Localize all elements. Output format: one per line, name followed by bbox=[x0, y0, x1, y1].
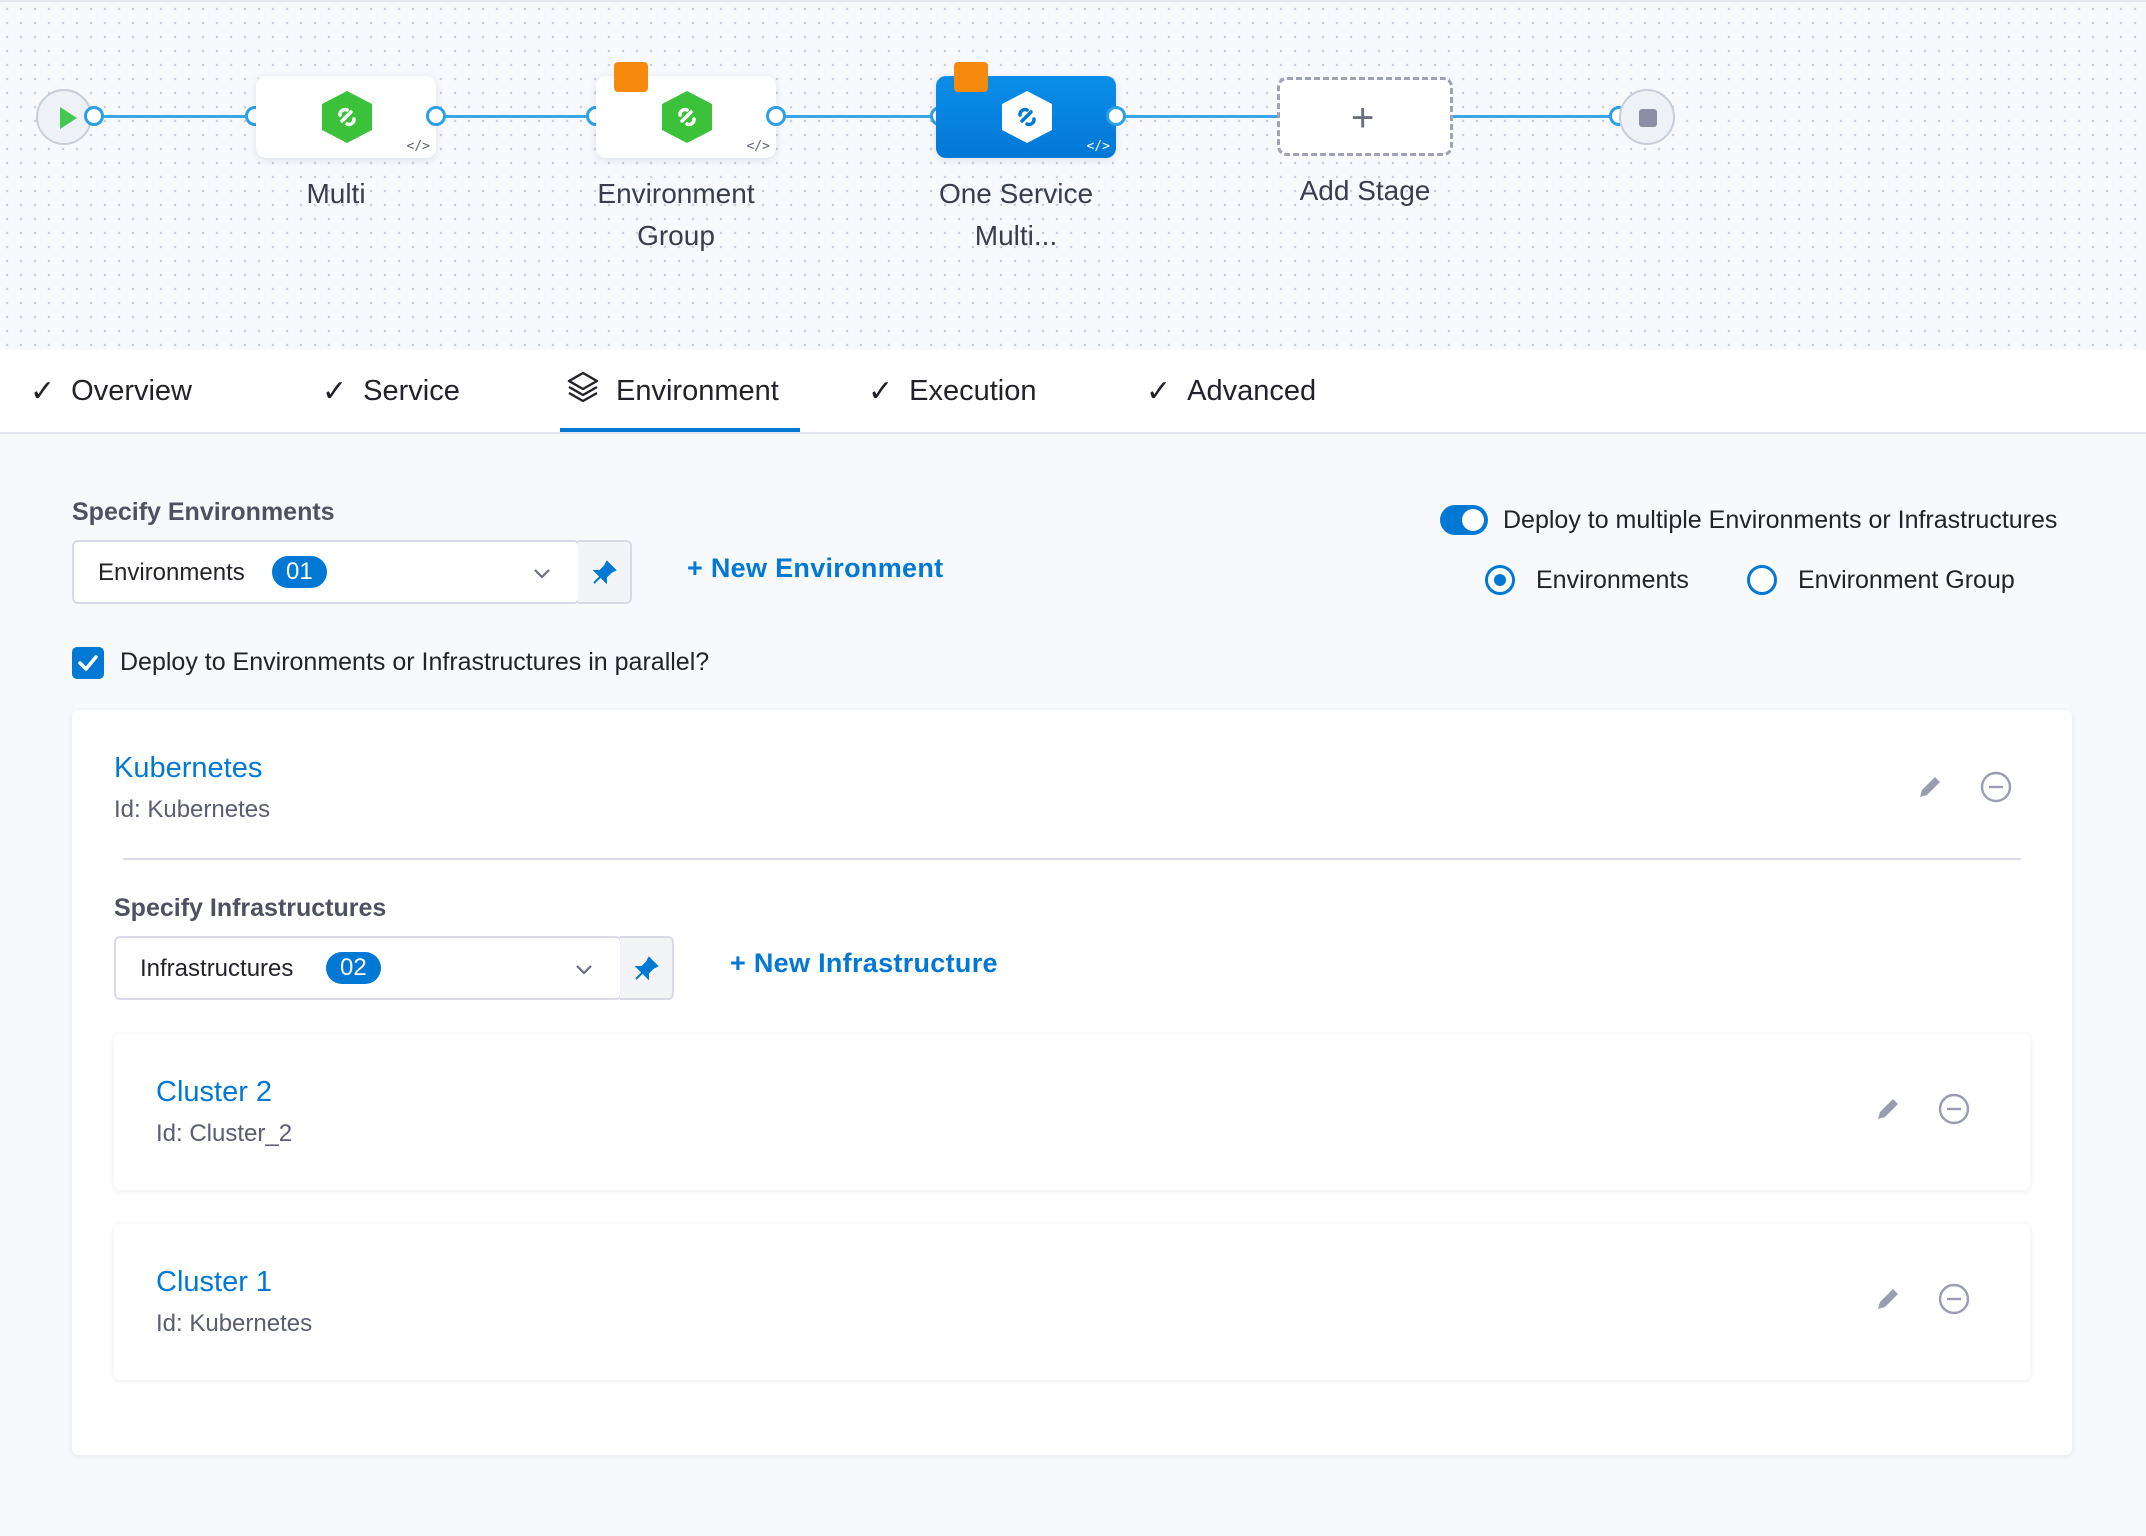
edit-icon[interactable] bbox=[1915, 772, 1945, 802]
multi-deploy-label: Deploy to multiple Environments or Infra… bbox=[1503, 506, 2058, 534]
looping-strategy-icon bbox=[954, 62, 988, 92]
remove-icon[interactable] bbox=[1937, 1092, 1971, 1126]
parallel-deploy-checkbox[interactable] bbox=[72, 647, 104, 679]
count-badge: 01 bbox=[272, 556, 327, 588]
divider bbox=[123, 858, 2021, 860]
connector bbox=[776, 115, 938, 118]
multi-deploy-toggle[interactable] bbox=[1440, 505, 1488, 535]
connector bbox=[1453, 115, 1618, 118]
check-icon: ✓ bbox=[30, 374, 56, 408]
tab-environment[interactable]: Environment bbox=[566, 350, 779, 432]
parallel-deploy-label: Deploy to Environments or Infrastructure… bbox=[120, 648, 710, 676]
connector bbox=[1120, 115, 1280, 118]
environment-id: Id: Kubernetes bbox=[114, 796, 271, 823]
new-infrastructure-link[interactable]: + New Infrastructure bbox=[730, 948, 998, 978]
tab-overview[interactable]: ✓ Overview bbox=[30, 374, 192, 408]
looping-strategy-icon bbox=[614, 62, 648, 92]
add-stage-button[interactable]: + bbox=[1277, 77, 1453, 156]
remove-icon[interactable] bbox=[1979, 770, 2013, 804]
stop-icon bbox=[1639, 109, 1657, 127]
add-stage-label: Add Stage bbox=[1299, 175, 1431, 206]
radio-environments-label: Environments bbox=[1536, 566, 1689, 594]
specify-environments-label: Specify Environments bbox=[72, 498, 335, 526]
active-tab-indicator bbox=[560, 428, 800, 432]
deploy-stage-icon bbox=[1002, 91, 1052, 143]
yaml-icon: </> bbox=[406, 139, 430, 154]
count-badge: 02 bbox=[326, 952, 381, 984]
new-environment-link[interactable]: + New Environment bbox=[687, 553, 944, 583]
infrastructure-card: Cluster 2 Id: Cluster_2 bbox=[114, 1034, 2030, 1190]
infrastructure-title[interactable]: Cluster 1 bbox=[156, 1266, 273, 1298]
port bbox=[426, 106, 446, 126]
check-icon: ✓ bbox=[322, 374, 348, 408]
remove-icon[interactable] bbox=[1937, 1282, 1971, 1316]
port bbox=[1106, 106, 1126, 126]
infrastructure-id: Id: Cluster_2 bbox=[156, 1120, 293, 1147]
connector bbox=[80, 115, 248, 118]
radio-environment-group[interactable] bbox=[1747, 565, 1777, 595]
tab-service[interactable]: ✓ Service bbox=[322, 374, 460, 408]
fixed-value-pin-button[interactable] bbox=[578, 540, 632, 604]
infrastructure-card: Cluster 1 Id: Kubernetes bbox=[114, 1224, 2030, 1380]
stage-label: One Service Multi... bbox=[938, 178, 1094, 251]
pipeline-canvas: </> Multi </> Environment Group </> One … bbox=[0, 0, 2146, 352]
infrastructure-title[interactable]: Cluster 2 bbox=[156, 1076, 273, 1108]
pin-icon bbox=[634, 956, 659, 981]
check-icon: ✓ bbox=[868, 374, 894, 408]
radio-environment-group-label: Environment Group bbox=[1798, 566, 2015, 594]
port bbox=[766, 106, 786, 126]
chevron-down-icon bbox=[534, 569, 550, 579]
infrastructure-id: Id: Kubernetes bbox=[156, 1310, 313, 1337]
environments-select[interactable]: Environments 01 bbox=[72, 540, 580, 604]
connector bbox=[430, 115, 594, 118]
edit-icon[interactable] bbox=[1873, 1284, 1903, 1314]
pipeline-start-node[interactable] bbox=[36, 89, 92, 145]
edit-icon[interactable] bbox=[1873, 1094, 1903, 1124]
stage-one-service-multi[interactable]: </> bbox=[936, 76, 1116, 158]
check-icon bbox=[78, 655, 98, 671]
stage-multi[interactable]: </> bbox=[256, 76, 436, 158]
toggle-knob bbox=[1462, 509, 1484, 531]
play-icon bbox=[60, 107, 77, 129]
environment-title[interactable]: Kubernetes bbox=[114, 752, 263, 784]
environment-icon bbox=[566, 370, 600, 412]
pipeline-end-node bbox=[1619, 89, 1675, 145]
deploy-stage-icon bbox=[662, 91, 712, 143]
environment-card: Kubernetes Id: Kubernetes Specify Infras… bbox=[72, 710, 2072, 1455]
radio-environments[interactable] bbox=[1485, 565, 1515, 595]
yaml-icon: </> bbox=[1086, 139, 1110, 154]
stage-label: Environment Group bbox=[597, 178, 755, 251]
port bbox=[84, 106, 104, 126]
stage-label: Multi bbox=[306, 178, 366, 209]
yaml-icon: </> bbox=[746, 139, 770, 154]
specify-infrastructures-label: Specify Infrastructures bbox=[114, 894, 387, 922]
deploy-stage-icon bbox=[322, 91, 372, 143]
stage-tabs: ✓ Overview ✓ Service Environment ✓ Execu… bbox=[0, 350, 2146, 434]
infrastructures-select[interactable]: Infrastructures 02 bbox=[114, 936, 622, 1000]
check-icon: ✓ bbox=[1146, 374, 1172, 408]
tab-advanced[interactable]: ✓ Advanced bbox=[1146, 374, 1317, 408]
chevron-down-icon bbox=[576, 965, 592, 975]
fixed-value-pin-button[interactable] bbox=[620, 936, 674, 1000]
plus-icon: + bbox=[1351, 96, 1375, 140]
pin-icon bbox=[592, 560, 617, 585]
tab-execution[interactable]: ✓ Execution bbox=[868, 374, 1037, 408]
